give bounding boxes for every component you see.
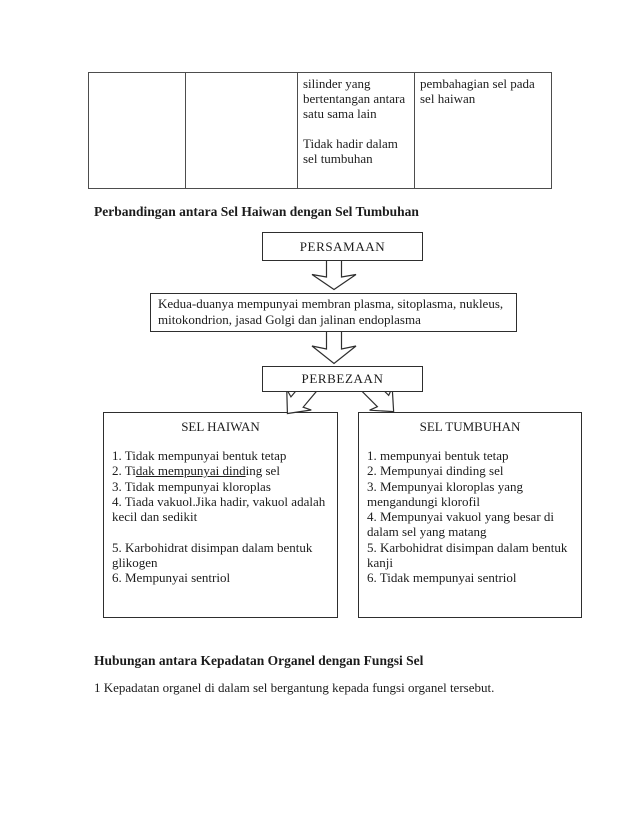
perbezaan-box: PERBEZAAN xyxy=(262,366,423,392)
underlined-text: dak mempunyai dind xyxy=(135,463,246,479)
list-item-text: ing sel xyxy=(245,463,280,479)
persamaan-description-box: Kedua-duanya mempunyai membran plasma, s… xyxy=(150,293,517,332)
sel-haiwan-title: SEL HAIWAN xyxy=(181,419,260,434)
table-cell-2 xyxy=(185,72,298,189)
comparison-heading: Perbandingan antara Sel Haiwan dengan Se… xyxy=(94,204,419,219)
body-paragraph: 1 Kepadatan organel di dalam sel bergant… xyxy=(94,680,495,695)
table-cell-3: silinder yang bertentangan antara satu s… xyxy=(297,72,415,189)
persamaan-box: PERSAMAAN xyxy=(262,232,423,261)
down-arrow-icon xyxy=(311,255,357,291)
persamaan-label: PERSAMAAN xyxy=(299,239,386,254)
sel-tumbuhan-title: SEL TUMBUHAN xyxy=(419,419,521,434)
relationship-heading: Hubungan antara Kepadatan Organel dengan… xyxy=(94,653,424,668)
sel-haiwan-box: SEL HAIWAN 1. Tidak mempunyai bentuk tet… xyxy=(103,412,338,618)
table-cell-1 xyxy=(88,72,186,189)
list-item-text: 2. Ti xyxy=(112,463,136,479)
table-cell-4: pembahagian sel pada sel haiwan xyxy=(414,72,552,189)
table-row: silinder yang bertentangan antara satu s… xyxy=(88,72,552,189)
continuation-table: silinder yang bertentangan antara satu s… xyxy=(88,72,552,189)
sel-tumbuhan-box: SEL TUMBUHAN 1. mempunyai bentuk tetap 2… xyxy=(358,412,582,618)
list-item: 2. Tidak mempunyai dinding sel xyxy=(112,463,337,478)
persamaan-description: Kedua-duanya mempunyai membran plasma, s… xyxy=(158,296,504,327)
list-item: 1. mempunyai bentuk tetap 2. Mempunyai d… xyxy=(367,448,568,586)
sel-tumbuhan-list: 1. mempunyai bentuk tetap 2. Mempunyai d… xyxy=(359,448,581,586)
list-item: 3. Tidak mempunyai kloroplas 4. Tiada va… xyxy=(112,478,326,586)
sel-haiwan-list: 1. Tidak mempunyai bentuk tetap 2. Tidak… xyxy=(104,448,337,586)
list-item: 1. Tidak mempunyai bentuk tetap xyxy=(112,448,287,463)
perbezaan-label: PERBEZAAN xyxy=(301,371,384,386)
